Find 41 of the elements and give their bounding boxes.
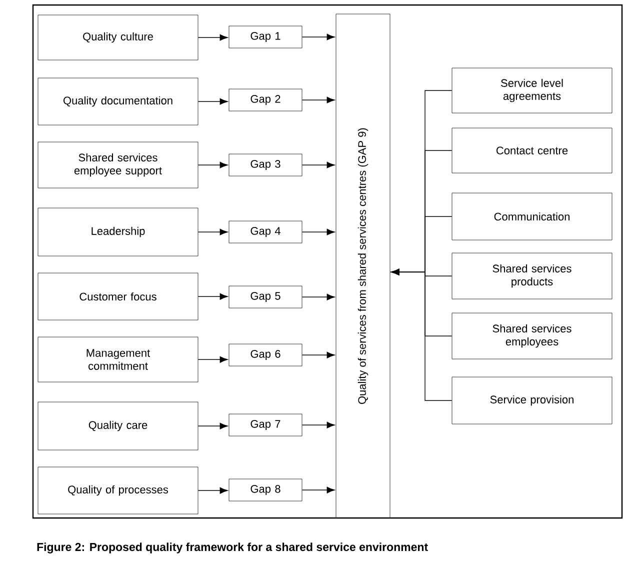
- gap-box: Gap 5: [228, 286, 302, 308]
- arrow: [302, 162, 335, 168]
- service-element-box: Contact centre: [452, 128, 612, 174]
- arrow: [302, 96, 335, 104]
- arrow: [198, 228, 228, 236]
- service-element-box: Service provision: [452, 376, 612, 424]
- arrow: [391, 268, 452, 401]
- arrow: [302, 352, 335, 358]
- arrow: [198, 487, 228, 494]
- arrow: [198, 293, 228, 300]
- service-element-box: Shared services products: [452, 252, 612, 300]
- gap-box: Gap 7: [228, 414, 302, 436]
- arrow: [198, 422, 228, 430]
- service-element-box: Communication: [452, 192, 612, 240]
- arrow: [302, 294, 335, 300]
- gap-box: Gap 4: [228, 220, 302, 244]
- service-element-box: Service level agreements: [452, 68, 612, 114]
- arrow: [302, 486, 335, 494]
- central-box: Quality of services from shared services centres (GAP 9): [336, 14, 390, 518]
- service-element-box: Shared services employees: [452, 312, 612, 360]
- arrow: [302, 228, 335, 236]
- arrow: [198, 34, 228, 41]
- factor-box: Management commitment: [38, 336, 198, 382]
- arrow: [198, 356, 228, 363]
- arrow: [198, 162, 228, 168]
- caption: Figure 2: Proposed quality framework for a shared service environment: [37, 542, 428, 554]
- arrow: [198, 98, 228, 105]
- factor-box: Leadership: [38, 208, 198, 256]
- factor-box: Quality culture: [38, 14, 198, 60]
- gap-box: Gap 1: [228, 26, 302, 48]
- arrow: [302, 422, 335, 428]
- gap-box: Gap 2: [228, 88, 302, 112]
- factor-box: Shared services employee support: [38, 142, 198, 188]
- factor-box: Quality care: [38, 402, 198, 450]
- arrow: [302, 34, 335, 40]
- factor-box: Quality of processes: [38, 466, 198, 514]
- gap-box: Gap 8: [228, 478, 302, 502]
- gap-box: Gap 6: [228, 344, 302, 366]
- factor-box: Customer focus: [38, 272, 198, 320]
- factor-box: Quality documentation: [38, 78, 198, 126]
- gap-box: Gap 3: [228, 154, 302, 176]
